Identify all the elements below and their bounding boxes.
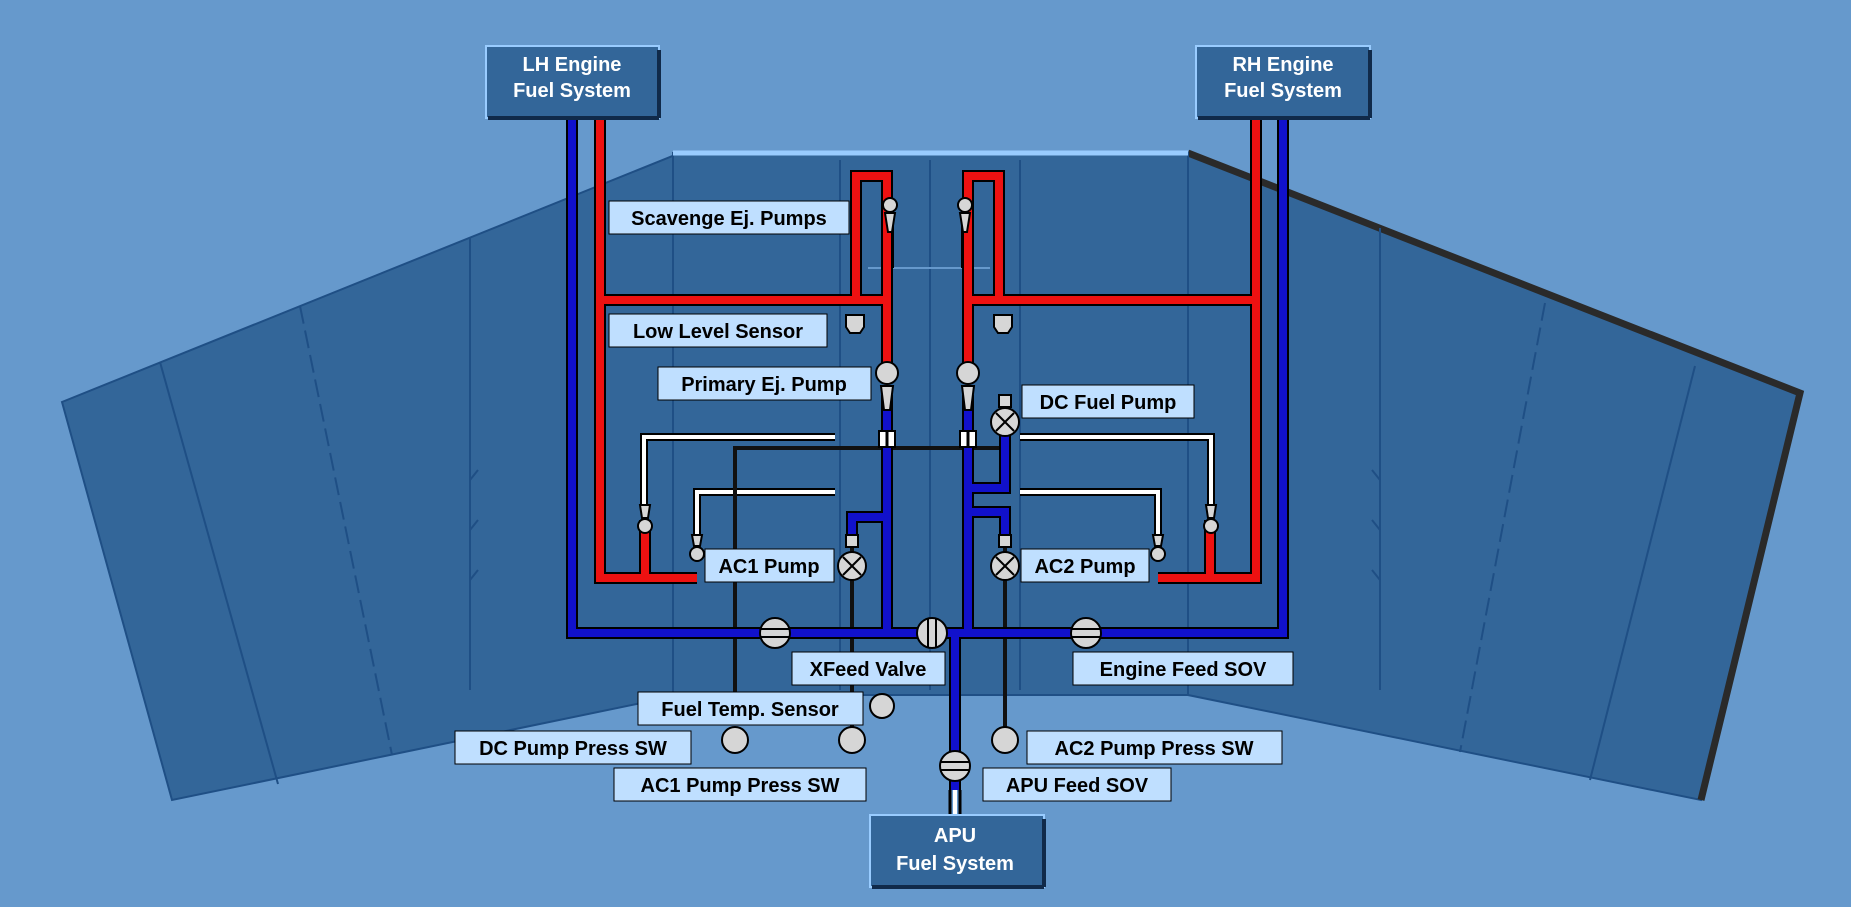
scavenge-ej-pump-left [882, 197, 898, 233]
svg-text:XFeed Valve: XFeed Valve [810, 659, 927, 681]
lh-engine-fuel-system-box: LH Engine Fuel System [485, 45, 661, 120]
apu-feed-sov [939, 750, 971, 782]
label-ac2-pump: AC2 Pump [1020, 548, 1150, 583]
svg-text:DC Pump Press SW: DC Pump Press SW [479, 738, 667, 760]
label-ac2-pump-press-sw: AC2 Pump Press SW [1026, 730, 1283, 765]
lh-system-line1: LH Engine [523, 54, 622, 76]
label-engine-feed-sov: Engine Feed SOV [1072, 651, 1294, 686]
label-low-level-sensor: Low Level Sensor [608, 313, 828, 348]
rh-system-line2: Fuel System [1224, 80, 1342, 102]
svg-text:Low Level Sensor: Low Level Sensor [633, 321, 803, 343]
svg-text:AC2 Pump Press SW: AC2 Pump Press SW [1055, 738, 1254, 760]
primary-ej-pump-left [875, 361, 899, 411]
engine-feed-sov-right [1070, 617, 1102, 649]
svg-text:Engine Feed SOV: Engine Feed SOV [1100, 659, 1267, 681]
lh-system-line2: Fuel System [513, 80, 631, 102]
apu-fuel-system-box: APU Fuel System [869, 814, 1046, 889]
apu-system-line2: Fuel System [896, 853, 1014, 875]
svg-text:Primary Ej. Pump: Primary Ej. Pump [681, 374, 847, 396]
ac2-pump-press-sw [991, 726, 1019, 754]
svg-text:AC1 Pump Press SW: AC1 Pump Press SW [641, 775, 840, 797]
svg-text:DC Fuel Pump: DC Fuel Pump [1040, 392, 1177, 414]
svg-text:APU Feed SOV: APU Feed SOV [1006, 775, 1149, 797]
primary-ej-pump-right [956, 361, 980, 411]
ac1-pump [837, 534, 867, 581]
dc-pump-press-sw [721, 726, 749, 754]
label-xfeed-valve: XFeed Valve [791, 651, 946, 686]
svg-text:Fuel Temp. Sensor: Fuel Temp. Sensor [661, 699, 839, 721]
ac2-pump [990, 534, 1020, 581]
dc-fuel-pump [990, 394, 1020, 437]
apu-system-line1: APU [934, 825, 976, 847]
svg-text:Scavenge Ej. Pumps: Scavenge Ej. Pumps [631, 208, 827, 230]
rh-system-line1: RH Engine [1232, 54, 1333, 76]
xfeed-valve [916, 617, 948, 649]
rh-engine-fuel-system-box: RH Engine Fuel System [1195, 45, 1372, 120]
ac1-pump-press-sw [838, 726, 866, 754]
label-dc-fuel-pump: DC Fuel Pump [1021, 384, 1195, 419]
label-fuel-temp-sensor: Fuel Temp. Sensor [637, 691, 864, 726]
label-dc-pump-press-sw: DC Pump Press SW [454, 730, 692, 765]
svg-text:AC2 Pump: AC2 Pump [1034, 556, 1135, 578]
side-ejector-left-outer [637, 504, 653, 534]
side-ejector-right-outer [1203, 504, 1219, 534]
engine-feed-sov-left [759, 617, 791, 649]
label-scavenge-ej-pumps: Scavenge Ej. Pumps [608, 200, 850, 235]
side-ejector-left-inner [689, 534, 705, 562]
fuel-temp-sensor [869, 693, 895, 719]
side-ejector-right-inner [1150, 534, 1166, 562]
low-level-sensor-right [993, 314, 1013, 334]
label-apu-feed-sov: APU Feed SOV [982, 767, 1172, 802]
low-level-sensor-left [845, 314, 865, 334]
label-ac1-pump-press-sw: AC1 Pump Press SW [613, 767, 867, 802]
left-wing-tank [60, 151, 681, 802]
svg-text:AC1 Pump: AC1 Pump [718, 556, 819, 578]
label-primary-ej-pump: Primary Ej. Pump [657, 366, 872, 401]
scavenge-ej-pump-right [957, 197, 973, 233]
center-tank [672, 150, 1189, 696]
label-ac1-pump: AC1 Pump [704, 548, 835, 583]
